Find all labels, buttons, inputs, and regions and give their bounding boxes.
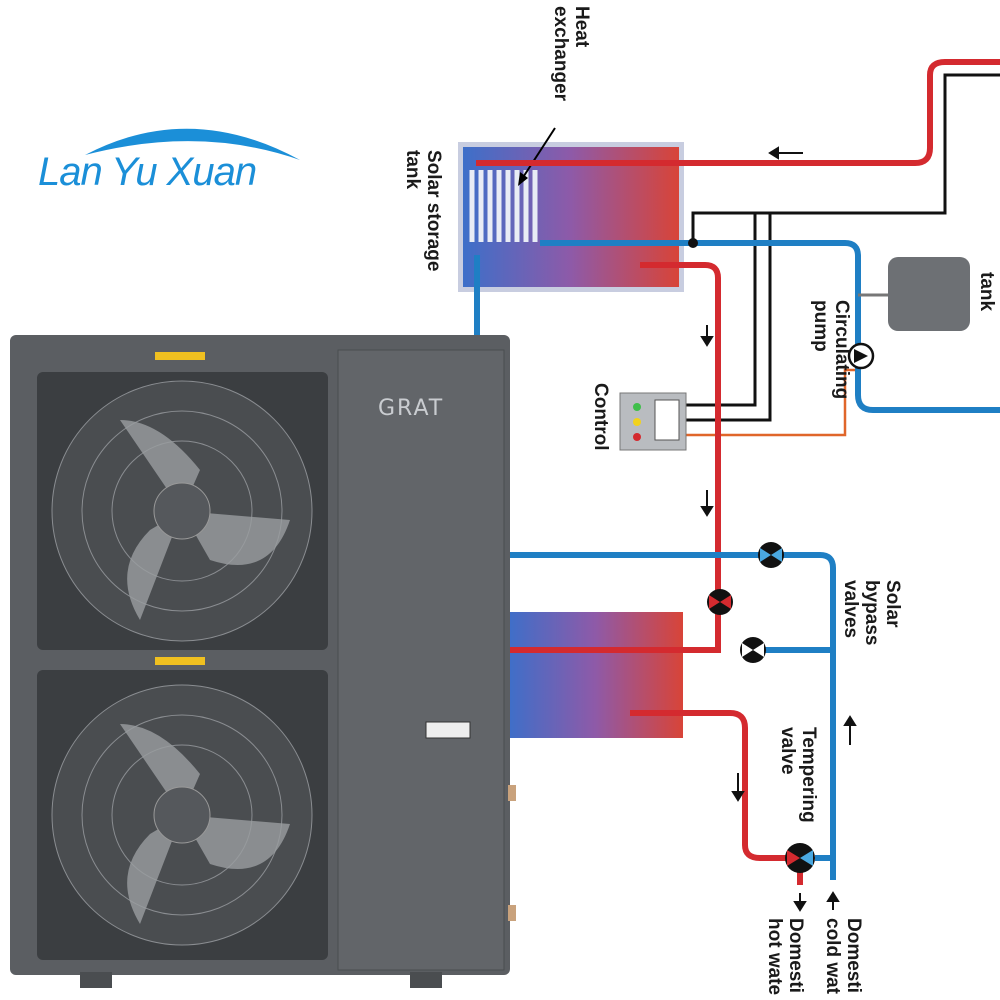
- label-heat-exchanger: Heat exchanger: [550, 6, 592, 102]
- bypass-valve-icon: [740, 637, 766, 663]
- handle: [425, 721, 471, 739]
- fan-grille-top: [37, 372, 328, 650]
- control-wires: [686, 73, 1000, 422]
- label-tempering-valve: Tempering valve: [777, 727, 819, 823]
- label-domestic-hot-water: Domesti hot wate: [764, 918, 806, 996]
- label-solar-bypass-valves: Solar bypass valves: [840, 580, 903, 646]
- label-solar-storage-tank: Solar storage tank: [402, 150, 444, 272]
- logo-text: Lan Yu Xuan: [38, 150, 257, 194]
- cold-pipes: [474, 240, 1000, 880]
- flow-arrows: [700, 146, 857, 912]
- circulating-pump-icon: [847, 342, 875, 370]
- bypass-valve-icon: [758, 542, 784, 568]
- logo-swoosh: [85, 128, 300, 160]
- label-control: Control: [590, 383, 611, 451]
- second-tank: [507, 612, 683, 738]
- fan-grille-bottom: [37, 670, 328, 960]
- label-domestic-cold-water: Domesti cold wat: [822, 918, 864, 995]
- expansion-tank: [888, 257, 970, 331]
- label-tank: tank: [976, 272, 997, 312]
- heat-pump-unit: [10, 335, 516, 988]
- hot-pipes: [476, 59, 1000, 885]
- control-box: [619, 392, 687, 451]
- tempering-valve-icon: [785, 843, 815, 873]
- heat-exchanger-coil: [469, 170, 538, 242]
- unit-brand: GRAT: [378, 396, 445, 421]
- bypass-valve-icon: [707, 589, 733, 615]
- heat-exchanger-arrow: [519, 127, 556, 183]
- label-circulating-pump: Circulating pump: [810, 300, 852, 400]
